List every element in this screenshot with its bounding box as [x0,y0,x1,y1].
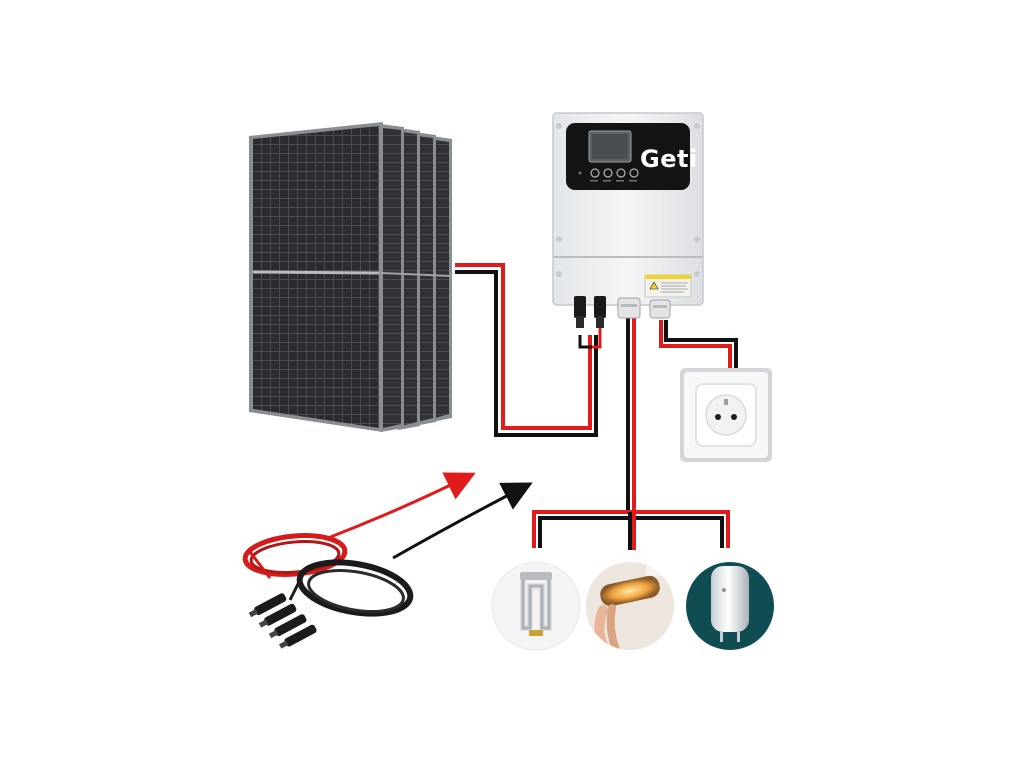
inverter-to-outlet-wires [661,320,736,368]
wall-outlet [680,368,772,462]
brand-logo: Geti [640,145,698,173]
inverter-control-panel: Geti [566,123,698,190]
arrows [328,478,522,558]
inverter: Geti [553,113,703,328]
load-water-heater [686,562,774,650]
solar-panel-stack [249,122,452,432]
load-immersion-heater [492,562,580,650]
load-infrared-heater [586,562,674,650]
warning-label [645,275,691,297]
solar-panel-back-1 [380,124,404,432]
